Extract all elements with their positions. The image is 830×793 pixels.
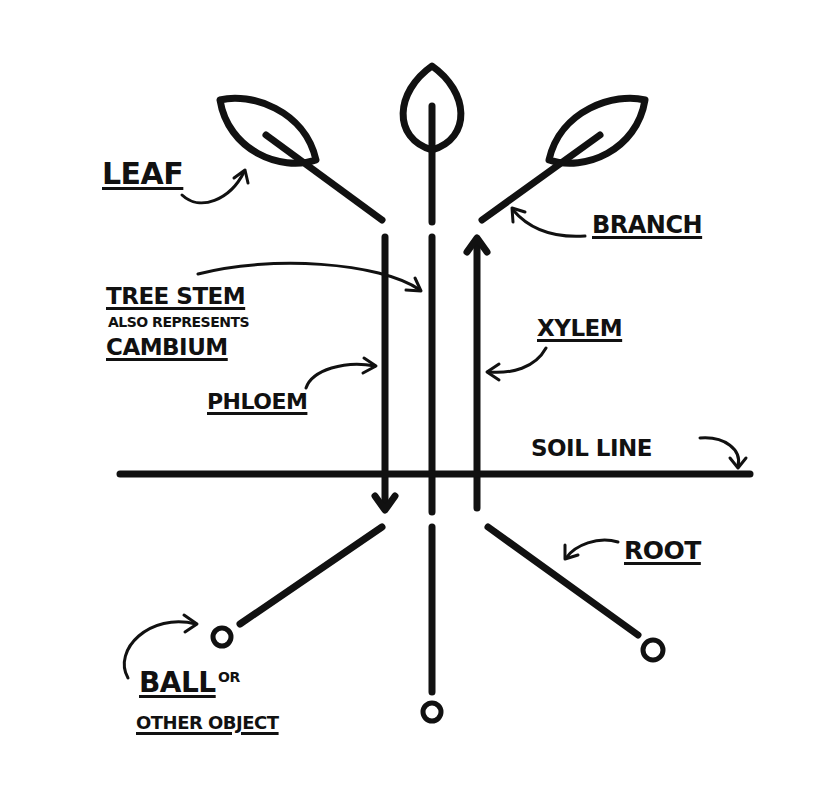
leader-line (306, 364, 375, 388)
arrow-head (234, 170, 248, 183)
arrow-head (375, 496, 395, 510)
ball-object (213, 628, 231, 646)
arrow-head (512, 208, 525, 222)
part-label: BRANCH (592, 213, 702, 238)
part-label: OTHER OBJECT (136, 714, 279, 733)
leader-line (488, 348, 546, 372)
part-label: PHLOEM (207, 390, 307, 413)
part-label: BALL (139, 668, 216, 697)
soil-line (120, 471, 750, 478)
arrow-head (363, 358, 376, 373)
arrow-head (467, 238, 487, 252)
phloem-arrow (382, 237, 389, 508)
part-label: ALSO REPRESENTS (108, 315, 249, 330)
root-line (240, 527, 382, 624)
part-label: LEAF (102, 158, 183, 190)
branch-line (266, 135, 382, 220)
arrow-head (730, 458, 746, 468)
leader-line (513, 210, 585, 236)
part-label: SOIL LINE (531, 436, 652, 460)
ball-object (423, 703, 441, 721)
part-label: XYLEM (537, 316, 622, 340)
stem-top (429, 106, 436, 222)
part-label: TREE STEM (106, 284, 245, 308)
arrow-head (487, 364, 499, 380)
arrow-head (184, 615, 197, 632)
part-label: OR (218, 670, 240, 685)
root-line (488, 527, 638, 635)
arrow-head (565, 545, 578, 559)
leaf-shape (220, 98, 316, 163)
taproot (429, 527, 436, 692)
leader-line (566, 540, 618, 558)
part-label: CAMBIUM (106, 335, 228, 359)
ball-object (643, 640, 663, 660)
arrow-head (406, 278, 421, 291)
branch-line (482, 135, 600, 220)
xylem-arrow (474, 240, 481, 508)
part-label: ROOT (624, 538, 701, 564)
leaf-shape (549, 98, 645, 163)
